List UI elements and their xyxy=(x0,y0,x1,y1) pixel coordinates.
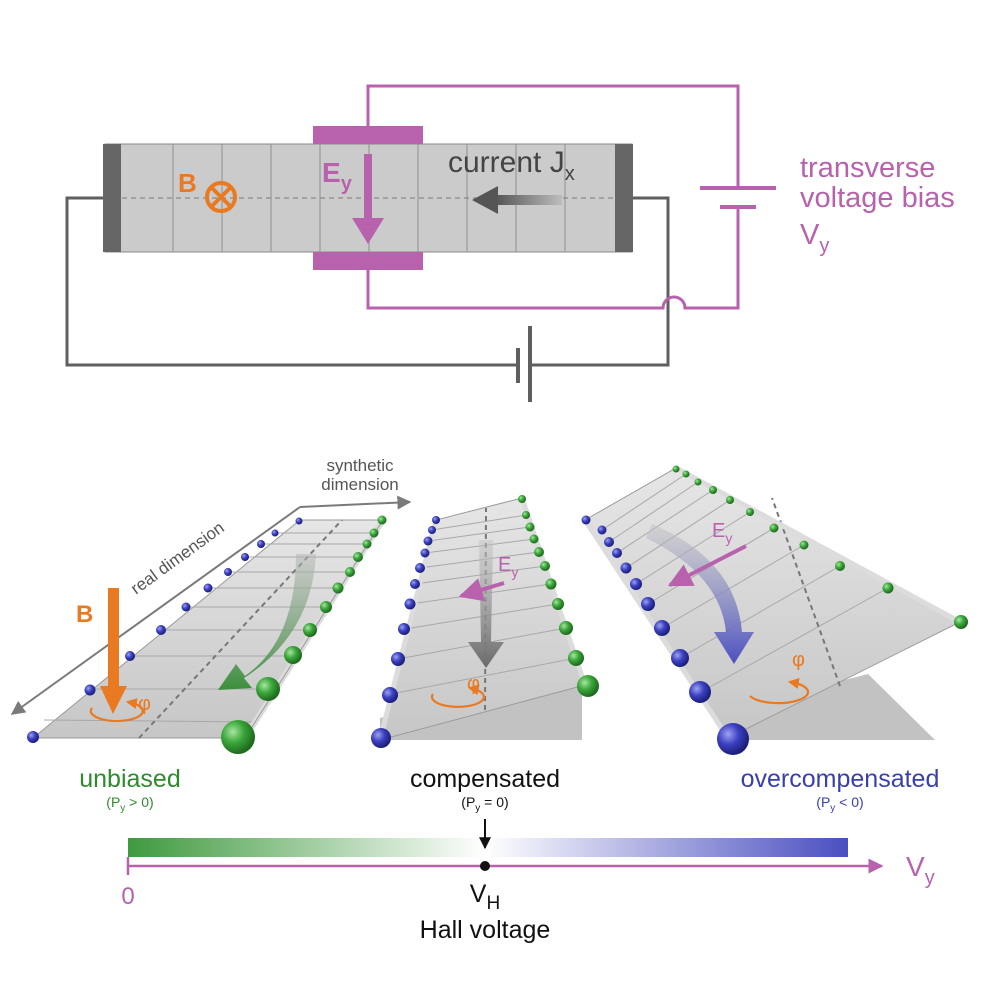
real-dimension-label: real dimension xyxy=(127,518,228,598)
flux-loop-icon-2 xyxy=(430,684,485,708)
sphere-row-green-right-3 xyxy=(672,465,968,629)
synthetic-dimension-label-2: dimension xyxy=(321,475,399,494)
vh-label: VH xyxy=(470,880,500,914)
phi-label: φ xyxy=(138,693,151,715)
phi-label-2: φ xyxy=(467,673,480,695)
lattice-panel-compensated: Ey φ xyxy=(371,495,599,748)
voltage-axis xyxy=(126,819,884,875)
sphere-row-green-right-2 xyxy=(518,495,599,697)
ey-arrow-compensated xyxy=(458,578,505,602)
b-into-page-icon xyxy=(205,181,237,213)
current-battery-icon xyxy=(516,326,532,402)
condition-unbiased: (Py > 0) xyxy=(106,794,153,814)
current-arrow xyxy=(472,186,562,214)
phi-label-3: φ xyxy=(792,649,805,671)
dimension-axes xyxy=(10,495,412,715)
circuit: Ey B current Jx transverse voltage bias … xyxy=(65,84,955,402)
bias-battery-icon xyxy=(700,186,776,209)
hall-drift-arrow-green xyxy=(218,554,316,690)
flux-loop-icon xyxy=(89,698,144,723)
ey-label-compensated: Ey xyxy=(498,554,518,580)
lattice-panel-unbiased: B φ xyxy=(27,515,387,754)
sphere-row-blue-left-3 xyxy=(581,515,749,755)
lattice-panel-overcompensated: Ey φ xyxy=(581,465,968,755)
gradient-bar-green xyxy=(128,838,485,857)
condition-overcompensated: (Py < 0) xyxy=(816,794,863,814)
sphere-row-blue-left xyxy=(27,517,303,743)
hall-voltage-point xyxy=(480,861,490,871)
hall-drift-arrow-blue xyxy=(646,524,754,664)
ey-arrow-overcompensated xyxy=(667,544,747,587)
hall-drift-arrow-gray xyxy=(468,540,504,668)
bottom-gate-plate xyxy=(313,252,423,270)
sphere-row-blue-left-2 xyxy=(371,516,440,748)
caption-compensated: compensated xyxy=(410,765,560,793)
right-electrode xyxy=(615,144,633,252)
synthetic-dimension-label-1: synthetic xyxy=(326,456,394,475)
b-field-arrow xyxy=(100,588,127,714)
condition-compensated: (Py = 0) xyxy=(461,794,508,814)
bias-label-vy: Vy xyxy=(800,219,829,257)
caption-unbiased: unbiased xyxy=(79,765,180,793)
ey-label: Ey xyxy=(322,157,353,195)
ey-label-overcompensated: Ey xyxy=(712,520,732,546)
bias-label-line1: transverse xyxy=(800,152,935,184)
vy-axis-label: Vy xyxy=(906,851,935,889)
gradient-bar-blue xyxy=(485,838,848,857)
top-gate-plate xyxy=(313,126,423,144)
caption-overcompensated: overcompensated xyxy=(741,765,940,793)
current-circuit-wire xyxy=(65,196,670,367)
ey-arrow xyxy=(352,154,384,244)
axis-zero-label: 0 xyxy=(121,883,134,910)
lattice-b-label: B xyxy=(76,601,93,628)
hall-voltage-label: Hall voltage xyxy=(420,916,551,944)
left-electrode xyxy=(103,144,121,252)
b-field-label: B xyxy=(178,168,197,198)
bias-label-line2: voltage bias xyxy=(800,182,955,214)
flux-loop-icon-3 xyxy=(749,677,810,705)
current-label: current Jx xyxy=(448,146,575,185)
sphere-row-green-right xyxy=(221,515,387,754)
bias-circuit-wire xyxy=(366,84,740,310)
